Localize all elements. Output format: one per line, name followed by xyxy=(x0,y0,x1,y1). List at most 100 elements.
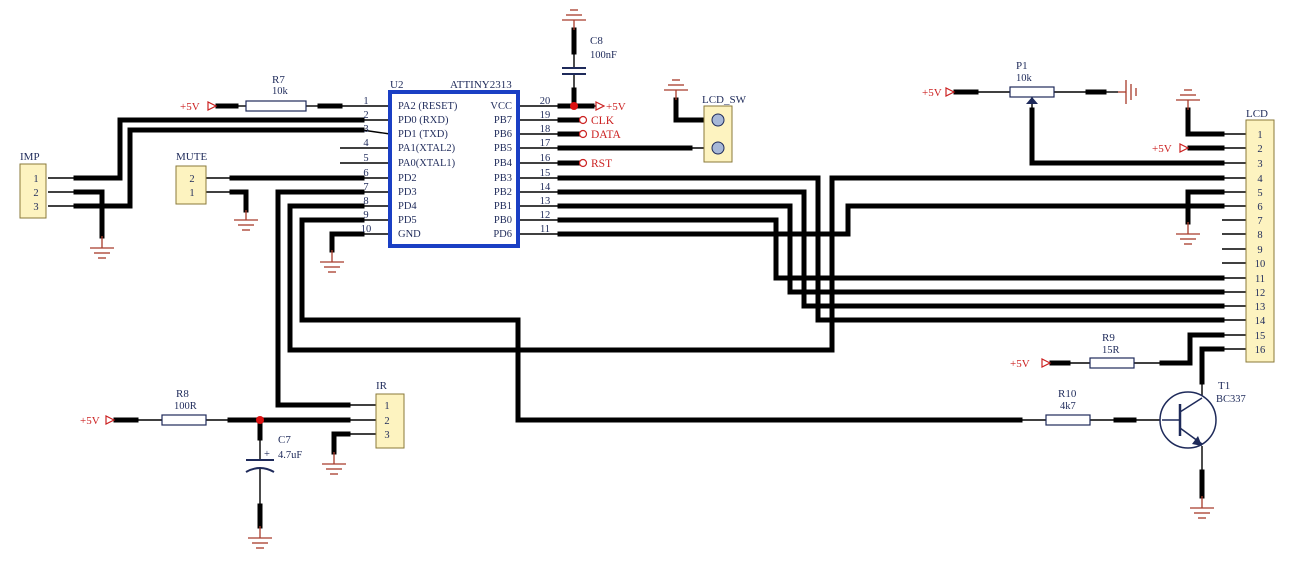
mute-label: MUTE xyxy=(176,151,207,163)
ic-pin-number: 12 xyxy=(540,210,551,221)
ic-body xyxy=(388,90,520,248)
ic-pin-number: 20 xyxy=(540,96,551,107)
vcc-label-r9: +5V xyxy=(1010,358,1030,370)
net-label-clk: CLK xyxy=(591,115,615,127)
gnd-p1-icon xyxy=(1118,80,1137,104)
lcd-pin-number: 12 xyxy=(1255,288,1266,299)
lcd-pin-number: 2 xyxy=(1257,144,1262,155)
power-ports: +5V +5V +5V +5V +5V +5V xyxy=(80,87,1190,427)
ic-pin-number: 2 xyxy=(363,110,368,121)
ic-pin-number: 6 xyxy=(363,168,368,179)
ic-pin-name: PA2 (RESET) xyxy=(398,101,458,112)
resistor-r8: R8 100R xyxy=(161,388,207,426)
resistor-r9: R9 15R xyxy=(1089,332,1135,369)
wire-pd4-lcd4 xyxy=(287,175,1225,353)
junction-vcc xyxy=(570,102,578,110)
wire-pb2-lcd13 xyxy=(557,189,1225,309)
vcc-label-lcd2: +5V xyxy=(1152,143,1172,155)
ic-pin-name: PD5 xyxy=(398,215,417,226)
net-labels: CLK DATA RST xyxy=(578,115,621,170)
gnd-lcdsw-icon xyxy=(664,79,688,100)
wire-imp1-pd0 xyxy=(73,117,365,181)
ic-pin-number: 8 xyxy=(363,196,368,207)
resistor-r10: R10 4k7 xyxy=(1045,388,1091,426)
mute-pin-numbers: 21 xyxy=(189,174,194,199)
ic-right-pins: 20VCC19PB718PB617PB516PB415PB314PB213PB1… xyxy=(490,96,551,240)
vcc-port-u2: +5V xyxy=(595,101,626,113)
wire-ir3-gnd xyxy=(331,431,351,455)
lcd-pin-number: 9 xyxy=(1257,245,1262,256)
ic-pin-number: 11 xyxy=(540,224,550,235)
r7-ref: R7 xyxy=(272,74,285,86)
lcd-pin-number: 6 xyxy=(1257,202,1262,213)
lcd-sw-pad-1 xyxy=(711,113,725,127)
ic-pin-name: PB4 xyxy=(494,158,513,169)
lcd-pin-number: 8 xyxy=(1257,230,1262,241)
transistor-t1: T1 BC337 xyxy=(1159,380,1246,449)
wire-pb3-lcd14 xyxy=(557,175,1225,323)
wire-pd3-ir1 xyxy=(275,189,365,408)
ic-pin-name: PB6 xyxy=(494,129,512,140)
ic-pin-number: 15 xyxy=(540,168,551,179)
imp-pin-number: 2 xyxy=(33,188,38,199)
net-label-rst: RST xyxy=(591,158,612,170)
capacitor-c7: + C7 4.7uF xyxy=(245,434,302,473)
ic-pin-name: PB2 xyxy=(494,187,512,198)
c8-value: 100nF xyxy=(590,50,617,61)
c7-ref: C7 xyxy=(278,434,291,446)
junction-r8-c7 xyxy=(256,416,264,424)
ic-pin-name: GND xyxy=(398,229,421,240)
ic-pin-name: PD4 xyxy=(398,201,417,212)
lcd-pin-number: 3 xyxy=(1257,159,1262,170)
ir-pin-number: 3 xyxy=(384,430,389,441)
p1-wiper-arrow xyxy=(1026,97,1038,104)
ic-pin-number: 19 xyxy=(540,110,551,121)
vcc-label-u2: +5V xyxy=(606,101,626,113)
imp-pin-number: 3 xyxy=(33,202,38,213)
r10-body xyxy=(1045,414,1091,426)
ic-pin-name: PD1 (TXD) xyxy=(398,129,448,140)
wire-pd5-r10 xyxy=(299,217,1023,423)
ic-pin-name: PB7 xyxy=(494,115,512,126)
ic-pin-number: 16 xyxy=(540,153,551,164)
wire-pb1-lcd12 xyxy=(557,203,1225,295)
t1-ref: T1 xyxy=(1218,380,1230,392)
ic-pin-name: PD0 (RXD) xyxy=(398,115,449,126)
imp-body xyxy=(19,163,47,219)
connector-ir: IR 123 xyxy=(375,380,405,449)
pin-lines xyxy=(48,52,1246,506)
ic-pin-name: PD6 xyxy=(493,229,512,240)
vcc-port-lcd2: +5V xyxy=(1152,143,1190,155)
vcc-label-p1: +5V xyxy=(922,87,942,99)
ic-pin-name: PB0 xyxy=(494,215,512,226)
gnd-lcd5-icon xyxy=(1176,222,1200,245)
vcc-label-r8: +5V xyxy=(80,415,100,427)
gnd-u2-icon xyxy=(320,250,344,273)
wire-lcd16-t1 xyxy=(1199,346,1225,385)
ic-pin-name: PD3 xyxy=(398,187,417,198)
ic-pin-number: 17 xyxy=(540,138,551,149)
lcd-pin-number: 5 xyxy=(1257,188,1262,199)
lcd-pin-number: 14 xyxy=(1255,316,1266,327)
ic-pin-number: 4 xyxy=(363,138,369,149)
ir-pin-numbers: 123 xyxy=(384,401,389,441)
ic-pin-name: PA1(XTAL2) xyxy=(398,143,456,154)
p1-body xyxy=(1009,86,1055,98)
lcd-sw-label: LCD_SW xyxy=(702,94,747,106)
gnd-t1-icon xyxy=(1190,496,1214,519)
r9-value: 15R xyxy=(1102,345,1120,356)
mute-pin-number: 1 xyxy=(189,188,194,199)
gnd-mute-icon xyxy=(234,210,258,231)
switch-lcd-sw: LCD_SW xyxy=(702,94,747,163)
net-label-data: DATA xyxy=(591,129,621,141)
wire-r9-lcd15 xyxy=(1159,332,1225,366)
p1-ref: P1 xyxy=(1016,60,1028,72)
mute-pin-number: 2 xyxy=(189,174,194,185)
ic-pin-number: 7 xyxy=(363,182,368,193)
vcc-port-r9: +5V xyxy=(1010,358,1052,370)
ir-label: IR xyxy=(376,380,388,392)
lcd-sw-pad-2 xyxy=(711,141,725,155)
p1-value: 10k xyxy=(1016,73,1033,84)
